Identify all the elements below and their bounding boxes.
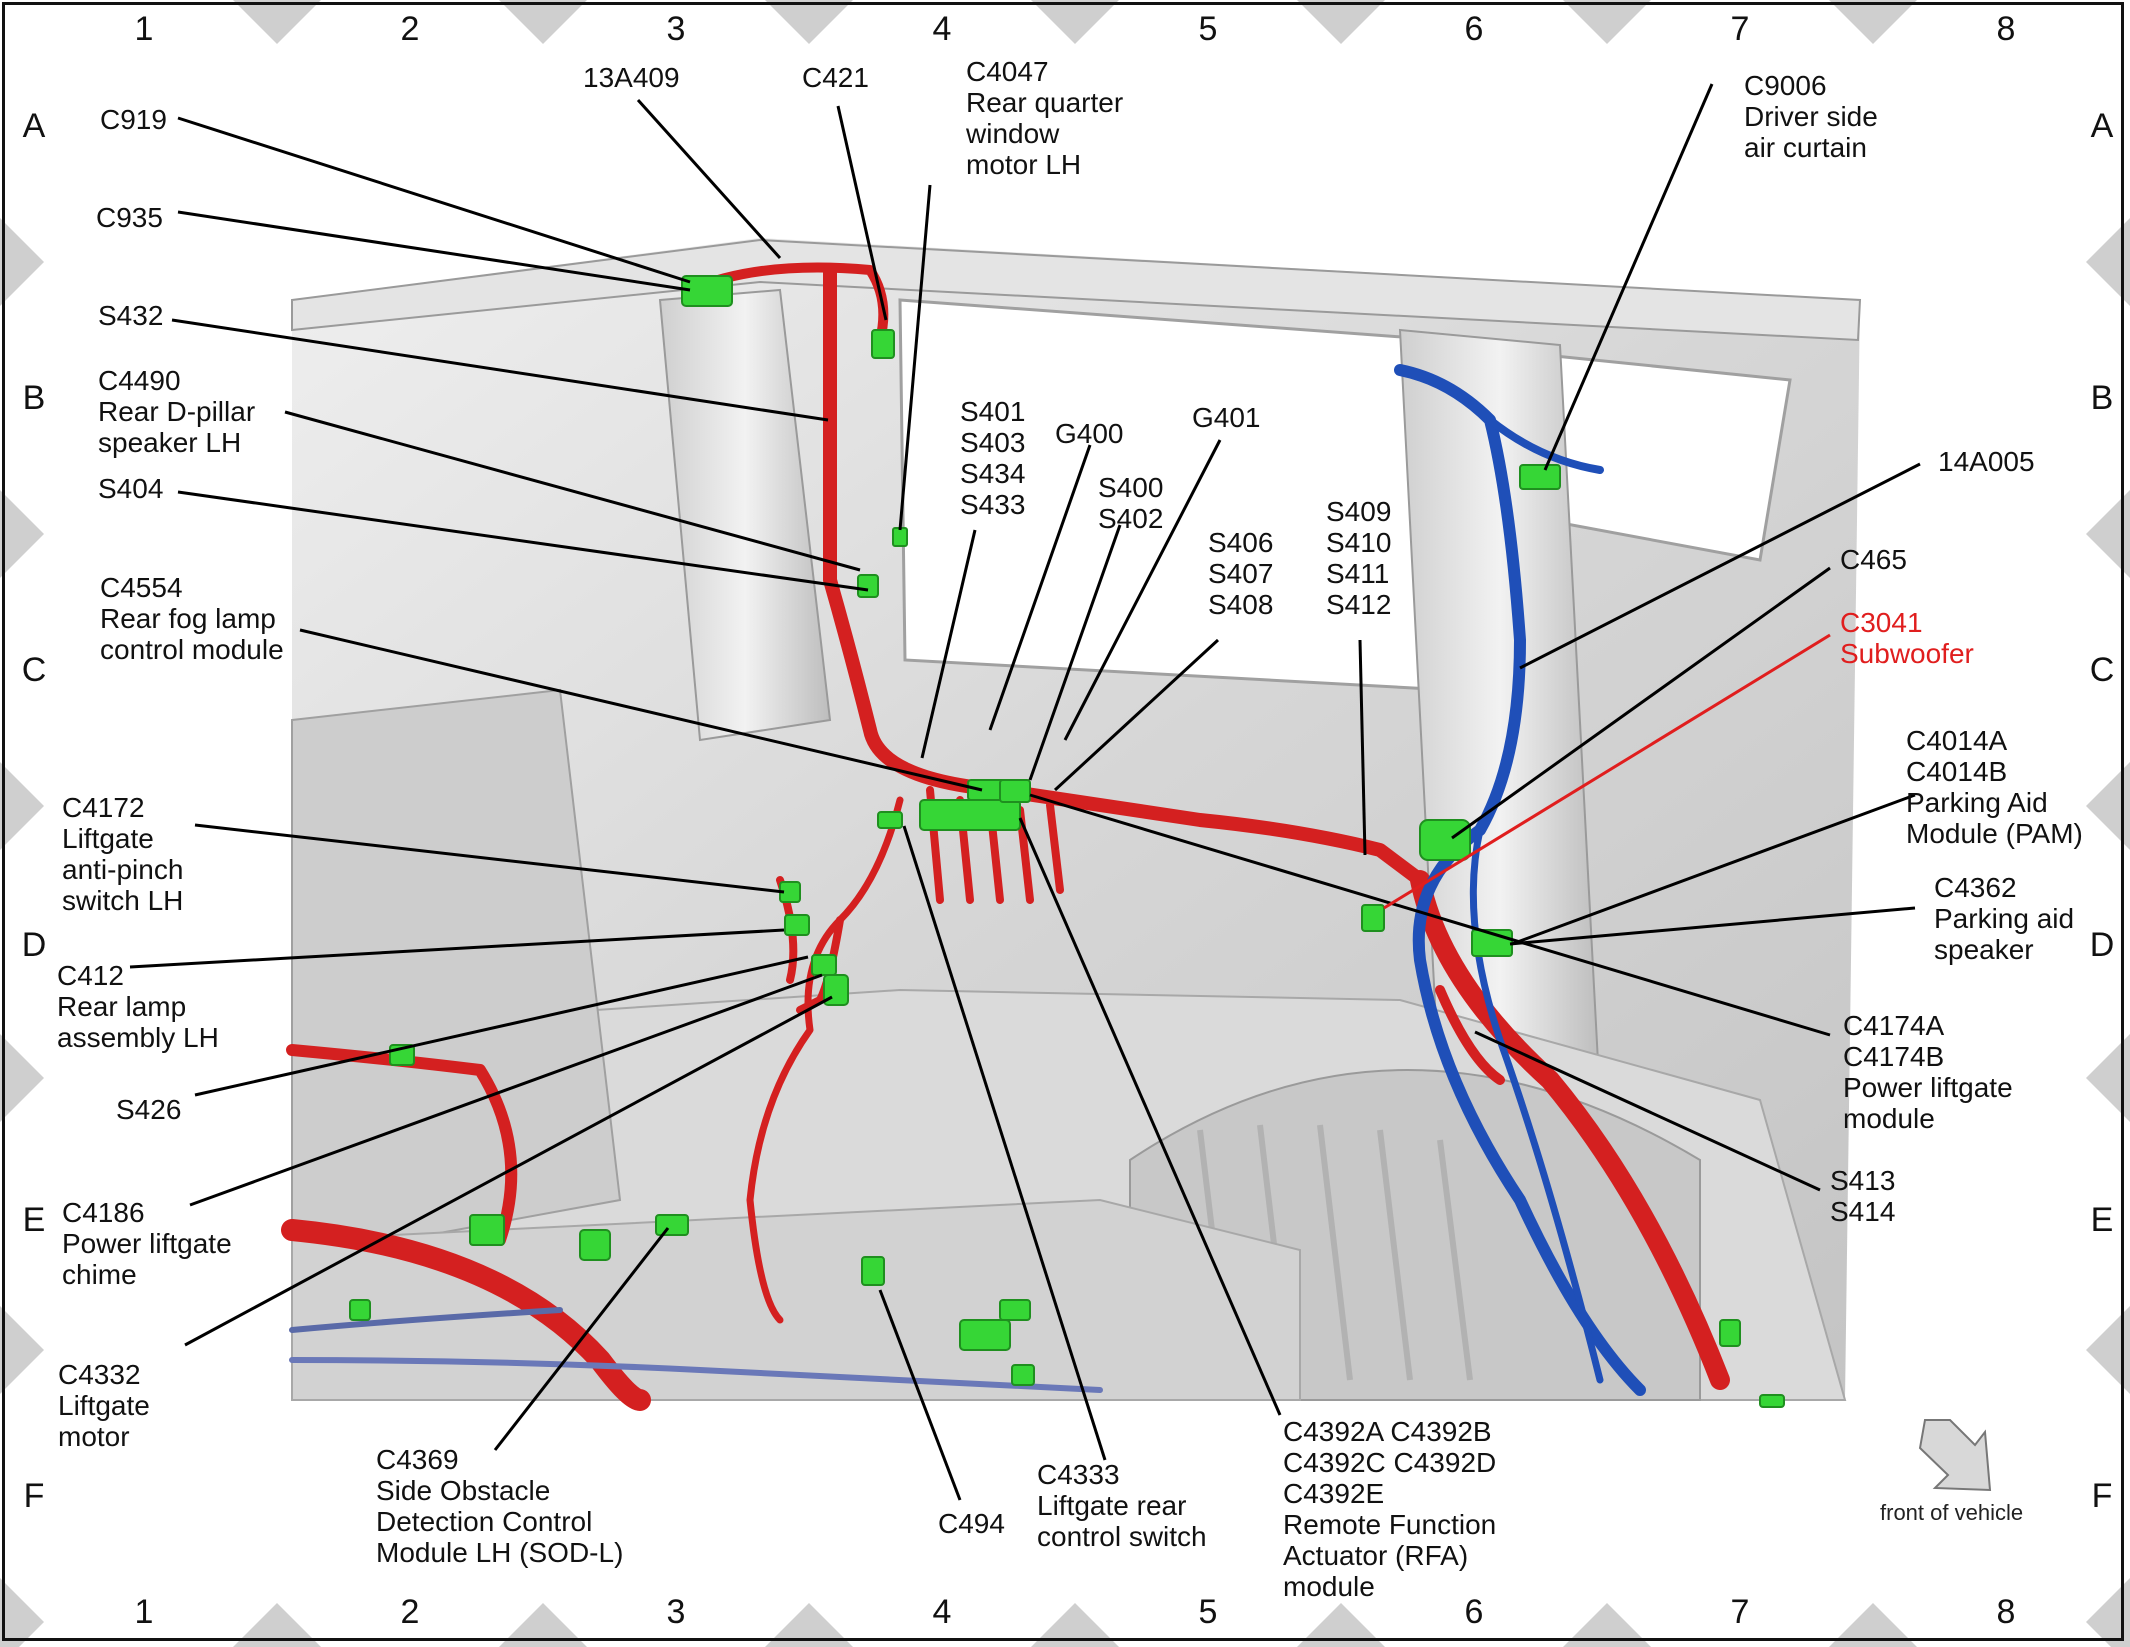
grid-column-top-1: 1 — [134, 10, 154, 48]
border-diamond — [1297, 1603, 1385, 1647]
grid-column-top-2: 2 — [400, 10, 420, 48]
label-s432: S432 — [98, 300, 164, 331]
grid-column-top-4: 4 — [932, 10, 952, 48]
grid-row-left-C: C — [21, 651, 47, 689]
grid-row-left-F: F — [23, 1477, 45, 1515]
label-c4333: C4333 Liftgate rear control switch — [1037, 1459, 1207, 1552]
grid-column-bottom-2: 2 — [400, 1593, 420, 1631]
border-diamond — [1297, 0, 1385, 44]
grid-row-right-D: D — [2089, 926, 2115, 964]
label-c4172: C4172 Liftgate anti-pinch switch LH — [62, 792, 184, 916]
grid-column-bottom-6: 6 — [1464, 1593, 1484, 1631]
subwoofer-leader-line — [1383, 633, 1831, 910]
border-diamond — [1829, 1603, 1917, 1647]
border-diamond — [0, 762, 44, 850]
front-of-vehicle-label: front of vehicle — [1880, 1500, 2024, 1525]
border-diamond — [1829, 0, 1917, 44]
border-diamond — [499, 1603, 587, 1647]
label-c4047: C4047 Rear quarter window motor LH — [966, 56, 1124, 180]
label-c919: C919 — [100, 104, 167, 135]
border-diamond — [0, 1034, 44, 1122]
border-diamond — [0, 218, 44, 306]
label-s409: S409 S410 S411 S412 — [1326, 496, 1392, 620]
label-s404: S404 — [98, 473, 164, 504]
label-c4332: C4332 Liftgate motor — [58, 1359, 150, 1452]
label-c3041-subwoofer: C3041 Subwoofer — [1840, 607, 1974, 669]
grid-column-bottom-8: 8 — [1996, 1593, 2016, 1631]
grid-column-top-3: 3 — [666, 10, 686, 48]
border-diamond — [233, 0, 321, 44]
label-c4174: C4174A C4174B Power liftgate module — [1843, 1010, 2013, 1134]
label-s400: S400 S402 — [1098, 472, 1164, 534]
label-g401: G401 — [1192, 402, 1261, 433]
border-diamond — [765, 0, 853, 44]
label-c4490: C4490 Rear D-pillar speaker LH — [98, 365, 256, 458]
label-c935: C935 — [96, 202, 163, 233]
border-diamond — [233, 1603, 321, 1647]
grid-row-right-C: C — [2089, 651, 2115, 689]
grid-column-top-7: 7 — [1730, 10, 1750, 48]
grid-column-bottom-3: 3 — [666, 1593, 686, 1631]
border-diamond — [2086, 218, 2130, 306]
grid-column-bottom-4: 4 — [932, 1593, 952, 1631]
border-diamond — [2086, 1034, 2130, 1122]
border-diamond — [0, 1578, 44, 1647]
label-c494: C494 — [938, 1508, 1005, 1539]
border-diamond — [2086, 1306, 2130, 1394]
border-diamond — [1563, 0, 1651, 44]
border-diamond — [2086, 490, 2130, 578]
grid-column-bottom-7: 7 — [1730, 1593, 1750, 1631]
label-c465: C465 — [1840, 544, 1907, 575]
label-s426: S426 — [116, 1094, 182, 1125]
label-c4186: C4186 Power liftgate chime — [62, 1197, 232, 1290]
label-c4554: C4554 Rear fog lamp control module — [100, 572, 284, 665]
label-s406: S406 S407 S408 — [1208, 527, 1274, 620]
grid-row-left-B: B — [22, 379, 46, 417]
grid-column-bottom-1: 1 — [134, 1593, 154, 1631]
label-c421: C421 — [802, 62, 869, 93]
grid-column-top-8: 8 — [1996, 10, 2016, 48]
label-14a005: 14A005 — [1938, 446, 2035, 477]
grid-row-right-F: F — [2091, 1477, 2113, 1515]
grid-row-left-E: E — [22, 1201, 46, 1239]
border-diamond — [0, 1306, 44, 1394]
label-c4392: C4392A C4392B C4392C C4392D C4392E Remot… — [1283, 1416, 1497, 1602]
border-diamond — [499, 0, 587, 44]
label-c4362: C4362 Parking aid speaker — [1934, 872, 2075, 965]
vehicle-body — [291, 238, 1862, 1401]
label-s401: S401 S403 S434 S433 — [960, 396, 1026, 520]
label-g400: G400 — [1055, 418, 1124, 449]
grid-row-left-A: A — [22, 107, 46, 145]
grid-column-top-6: 6 — [1464, 10, 1484, 48]
border-diamond — [765, 1603, 853, 1647]
label-c4369: C4369 Side Obstacle Detection Control Mo… — [376, 1444, 624, 1568]
label-c4014: C4014A C4014B Parking Aid Module (PAM) — [1906, 725, 2083, 849]
grid-column-top-5: 5 — [1198, 10, 1218, 48]
label-c412: C412 Rear lamp assembly LH — [57, 960, 219, 1053]
border-diamond — [2086, 762, 2130, 850]
leader-lines — [129, 83, 1921, 1501]
arrow-down-right-icon — [1918, 1419, 1992, 1492]
border-diamond — [0, 490, 44, 578]
border-diamond — [1563, 1603, 1651, 1647]
grid-row-left-D: D — [21, 926, 47, 964]
label-13a409: 13A409 — [583, 62, 680, 93]
border-diamond — [1031, 0, 1119, 44]
grid-row-right-E: E — [2090, 1201, 2114, 1239]
connectors — [349, 275, 1785, 1408]
grid-row-right-A: A — [2090, 107, 2114, 145]
grid-column-bottom-5: 5 — [1198, 1593, 1218, 1631]
grid-row-right-B: B — [2090, 379, 2114, 417]
label-c9006: C9006 Driver side air curtain — [1744, 70, 1878, 163]
label-s413: S413 S414 — [1830, 1165, 1896, 1227]
border-diamond — [2086, 1578, 2130, 1647]
border-diamond — [1031, 1603, 1119, 1647]
